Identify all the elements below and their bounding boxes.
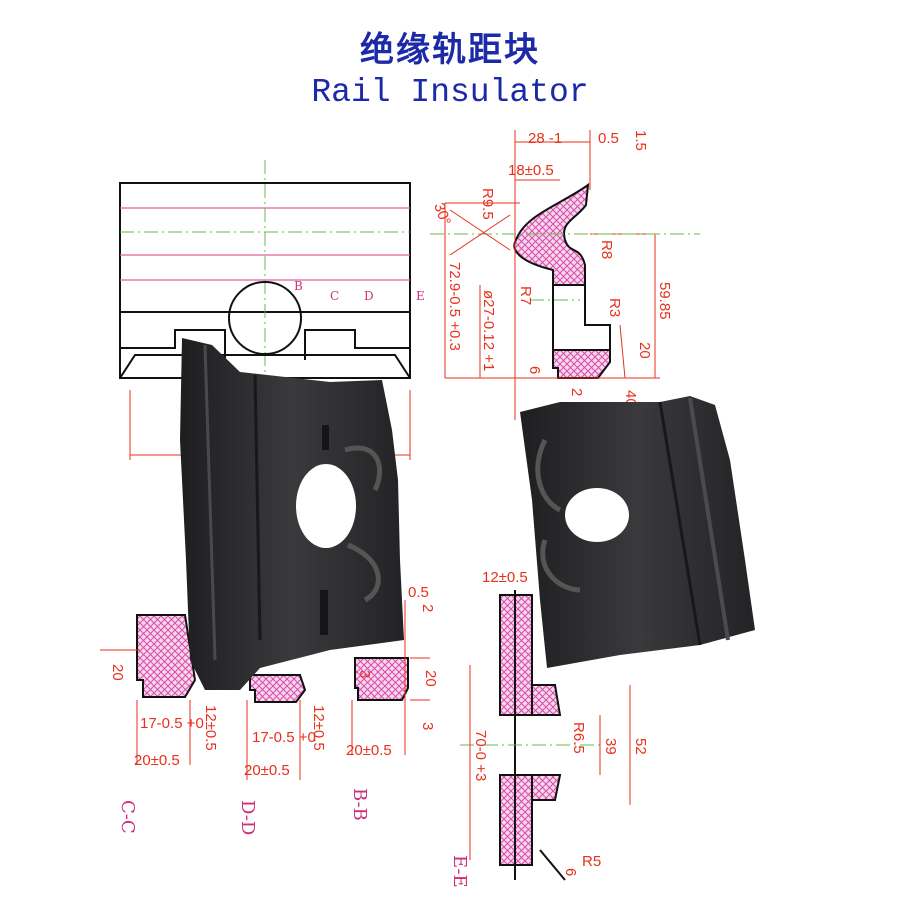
rail-insulator-right-photo bbox=[520, 396, 755, 668]
dim-r8: R8 bbox=[598, 240, 615, 259]
dim-bb-20: 20 bbox=[422, 670, 439, 687]
title-chinese: 绝缘轨距块 bbox=[360, 30, 540, 70]
section-e-e: 12±0.5 R6.5 39 52 70-0 +3 R5 6 E-E bbox=[449, 569, 649, 888]
dim-inner-width: 18±0.5 bbox=[508, 162, 554, 179]
dim-cc-17: 17-0.5 +0 bbox=[140, 715, 204, 732]
dim-ee-12: 12±0.5 bbox=[482, 569, 528, 586]
dim-ee-70: 70-0 +3 bbox=[472, 730, 489, 781]
section-label-c-c: C-C bbox=[117, 800, 138, 834]
dim-ee-r5: R5 bbox=[582, 853, 601, 870]
dim-top-angle-len: 1.5 bbox=[632, 130, 649, 151]
dim-ee-6: 6 bbox=[562, 868, 579, 876]
dim-bb-2: 2 bbox=[419, 604, 436, 612]
section-label-b-b: B-B bbox=[349, 788, 370, 821]
rail-insulator-left-photo bbox=[180, 338, 404, 690]
dim-dd-20w: 20±0.5 bbox=[244, 762, 290, 779]
dim-top-width: 28 -1 bbox=[528, 130, 562, 147]
section-c-c: 20 17-0.5 +0 12±0.5 20±0.5 C-C bbox=[100, 614, 219, 834]
dim-59-85: 59.85 bbox=[656, 282, 673, 320]
dim-ee-52: 52 bbox=[632, 738, 649, 755]
dim-6: 6 bbox=[526, 366, 543, 374]
section-marker-c: C bbox=[330, 289, 339, 303]
section-label-d-d: D-D bbox=[237, 800, 258, 835]
dim-20: 20 bbox=[636, 342, 653, 359]
dim-r3: R3 bbox=[606, 298, 623, 317]
section-marker-b: B bbox=[294, 279, 303, 293]
front-view: B C D E bbox=[119, 160, 425, 460]
section-marker-e: E bbox=[416, 289, 425, 303]
section-b-b: 20 3 2 0.5 20±0.5 3 B-B bbox=[346, 584, 439, 821]
dim-cc-12: 12±0.5 bbox=[202, 705, 219, 751]
dim-ee-r6-5: R6.5 bbox=[570, 722, 587, 754]
dim-2: 2 bbox=[568, 388, 585, 396]
dim-cc-20w: 20±0.5 bbox=[134, 752, 180, 769]
dim-bb-0-5: 0.5 bbox=[408, 584, 429, 601]
dim-angle: 30° bbox=[430, 201, 454, 228]
dim-dd-12: 12±0.5 bbox=[310, 705, 327, 751]
dim-r7: R7 bbox=[517, 286, 534, 305]
section-label-e-e: E-E bbox=[449, 855, 470, 888]
section-d-d: 17-0.5 +0 12±0.5 20±0.5 D-D bbox=[237, 674, 327, 835]
dim-r9-5: R9.5 bbox=[479, 188, 496, 220]
dim-top-offset: 0.5 bbox=[598, 130, 619, 147]
profile-section: 28 -1 0.5 1.5 18±0.5 R9.5 30° R8 R7 R3 5… bbox=[430, 130, 700, 420]
dim-72-9: 72.9-0.5 +0.3 bbox=[446, 262, 463, 351]
dim-dd-17: 17-0.5 +0 bbox=[252, 729, 316, 746]
dim-bb-3: 3 bbox=[356, 670, 373, 678]
section-marker-d: D bbox=[364, 289, 374, 303]
title-english: Rail Insulator bbox=[311, 74, 589, 111]
dim-bb-3b: 3 bbox=[419, 722, 436, 730]
dim-bb-20w: 20±0.5 bbox=[346, 742, 392, 759]
dim-cc-20: 20 bbox=[109, 664, 126, 681]
dim-ee-39: 39 bbox=[602, 738, 619, 755]
dim-d27: ø27-0.12 +1 bbox=[480, 290, 497, 371]
